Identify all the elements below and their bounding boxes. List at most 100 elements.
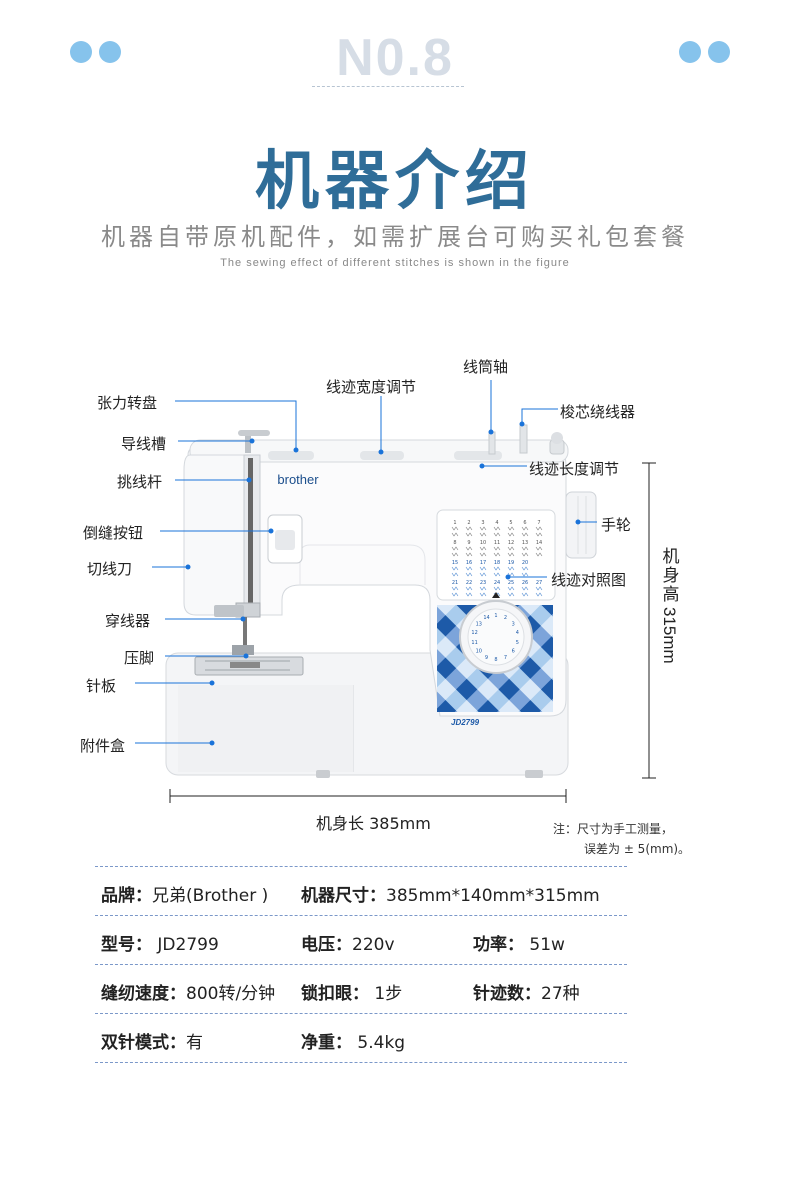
label-stitch-length: 线迹长度调节 [529, 460, 620, 478]
stitch-number: 6 [523, 520, 526, 526]
stitch-pattern-icon [507, 546, 515, 557]
stitch-number: 8 [453, 540, 456, 546]
spec-row: 型号： JD2799 电压：220v 功率： 51w [95, 916, 627, 965]
stitch-pattern-icon [465, 546, 473, 557]
stitch-number: 20 [522, 560, 528, 566]
stitch-number: 15 [452, 560, 458, 566]
stitch-number: 25 [508, 580, 514, 586]
stitch-number: 11 [494, 540, 500, 546]
stitch-pattern-icon [493, 566, 501, 577]
label-spool-pin: 线筒轴 [463, 358, 509, 376]
dial-number: 2 [504, 615, 507, 621]
stitch-number: 18 [494, 560, 500, 566]
spec-speed: 缝纫速度：800转/分钟 [101, 984, 276, 1004]
spec-row: 缝纫速度：800转/分钟 锁扣眼： 1步 针迹数：27种 [95, 965, 627, 1014]
spec-dimensions: 机器尺寸：385mm*140mm*315mm [301, 886, 600, 906]
dial-number: 7 [504, 655, 507, 661]
dial-number: 6 [512, 649, 515, 655]
stitch-number: 3 [481, 520, 484, 526]
dial-number: 13 [476, 621, 482, 627]
spec-stitch-count: 针迹数：27种 [473, 984, 580, 1004]
stitch-number: 10 [480, 540, 486, 546]
label-take-up-lever: 挑线杆 [117, 473, 163, 491]
spec-row: 品牌：兄弟(Brother ) 机器尺寸：385mm*140mm*315mm [95, 866, 627, 916]
label-thread-cutter: 切线刀 [87, 560, 133, 578]
spec-net-weight: 净重： 5.4kg [301, 1033, 406, 1053]
stitch-number: 7 [537, 520, 540, 526]
stitch-pattern-icon [451, 546, 459, 557]
dial-number: 8 [494, 657, 497, 663]
stitch-number: 16 [466, 560, 472, 566]
decor-dot [708, 41, 730, 63]
stitch-pattern-icon [451, 526, 459, 537]
label-bobbin-winder: 梭芯绕线器 [560, 403, 636, 421]
spec-row: 双针模式：有 净重： 5.4kg [95, 1014, 627, 1063]
dial-number: 3 [512, 621, 515, 627]
dial-number: 5 [516, 640, 519, 646]
label-handwheel: 手轮 [601, 516, 632, 534]
stitch-pattern-icon [521, 586, 529, 597]
stitch-number: 2 [467, 520, 470, 526]
dial-number: 9 [485, 655, 488, 661]
section-number: N0.8 [336, 29, 454, 87]
stitch-pattern-icon [493, 526, 501, 537]
measurement-note-tolerance: 误差为 ± 5(mm)。 [584, 842, 691, 856]
stitch-number: 22 [466, 580, 472, 586]
label-stitch-chart: 线迹对照图 [551, 571, 627, 589]
stitch-pattern-icon [507, 526, 515, 537]
stitch-pattern-icon [535, 546, 543, 557]
stitch-number: 26 [522, 580, 528, 586]
page-title: 机器介绍 [255, 145, 535, 219]
stitch-pattern-icon [507, 566, 515, 577]
stitch-pattern-icon [493, 546, 501, 557]
stitch-pattern-icon [479, 566, 487, 577]
stitch-pattern-icon [535, 586, 543, 597]
decor-dot [70, 41, 92, 63]
decor-dot [679, 41, 701, 63]
stitch-number: 4 [495, 520, 498, 526]
dial-number: 4 [516, 630, 519, 636]
stitch-number: 5 [509, 520, 512, 526]
label-tension-dial: 张力转盘 [97, 394, 158, 412]
accessory-box [178, 685, 353, 772]
stitch-pattern-icon [479, 546, 487, 557]
stitch-number: 17 [480, 560, 486, 566]
dial-number: 11 [471, 640, 477, 646]
spec-buttonhole: 锁扣眼： 1步 [301, 984, 403, 1004]
stitch-pattern-icon [507, 586, 515, 597]
stitch-pattern-icon [521, 546, 529, 557]
length-dimension: 机身长 385mm [316, 814, 431, 833]
stitch-pattern-icon [465, 586, 473, 597]
height-label: 机身高 [662, 547, 680, 605]
height-value: 315mm [660, 607, 679, 664]
stitch-number: 27 [536, 580, 542, 586]
stitch-pattern-icon [535, 526, 543, 537]
label-presser-foot: 压脚 [124, 649, 155, 667]
measurement-note: 注：尺寸为手工测量， [553, 822, 674, 836]
stitch-pattern-icon [465, 566, 473, 577]
spec-voltage: 电压：220v [301, 935, 395, 955]
label-threader: 穿线器 [105, 612, 151, 630]
stitch-number: 14 [536, 540, 542, 546]
english-subtitle: The sewing effect of different stitches … [220, 257, 570, 269]
divider [312, 86, 464, 87]
stitch-pattern-icon [465, 526, 473, 537]
dial-number: 12 [471, 630, 477, 636]
brand-logo: brother [277, 472, 319, 487]
dial-number: 1 [494, 613, 497, 619]
stitch-pattern-icon [451, 586, 459, 597]
label-reverse-button: 倒缝按钮 [83, 524, 144, 542]
height-dimension: 机身高 315mm [660, 548, 682, 664]
stitch-pattern-icon [479, 526, 487, 537]
spec-brand: 品牌：兄弟(Brother ) [101, 886, 269, 906]
label-needle-plate: 针板 [86, 677, 117, 695]
dial-number: 14 [483, 615, 489, 621]
stitch-number: 1 [453, 520, 456, 526]
spec-model: 型号： JD2799 [101, 935, 219, 955]
spec-twin-needle: 双针模式：有 [101, 1033, 203, 1053]
stitch-pattern-icon [521, 526, 529, 537]
stitch-pattern-icon [479, 586, 487, 597]
stitch-number: 13 [522, 540, 528, 546]
